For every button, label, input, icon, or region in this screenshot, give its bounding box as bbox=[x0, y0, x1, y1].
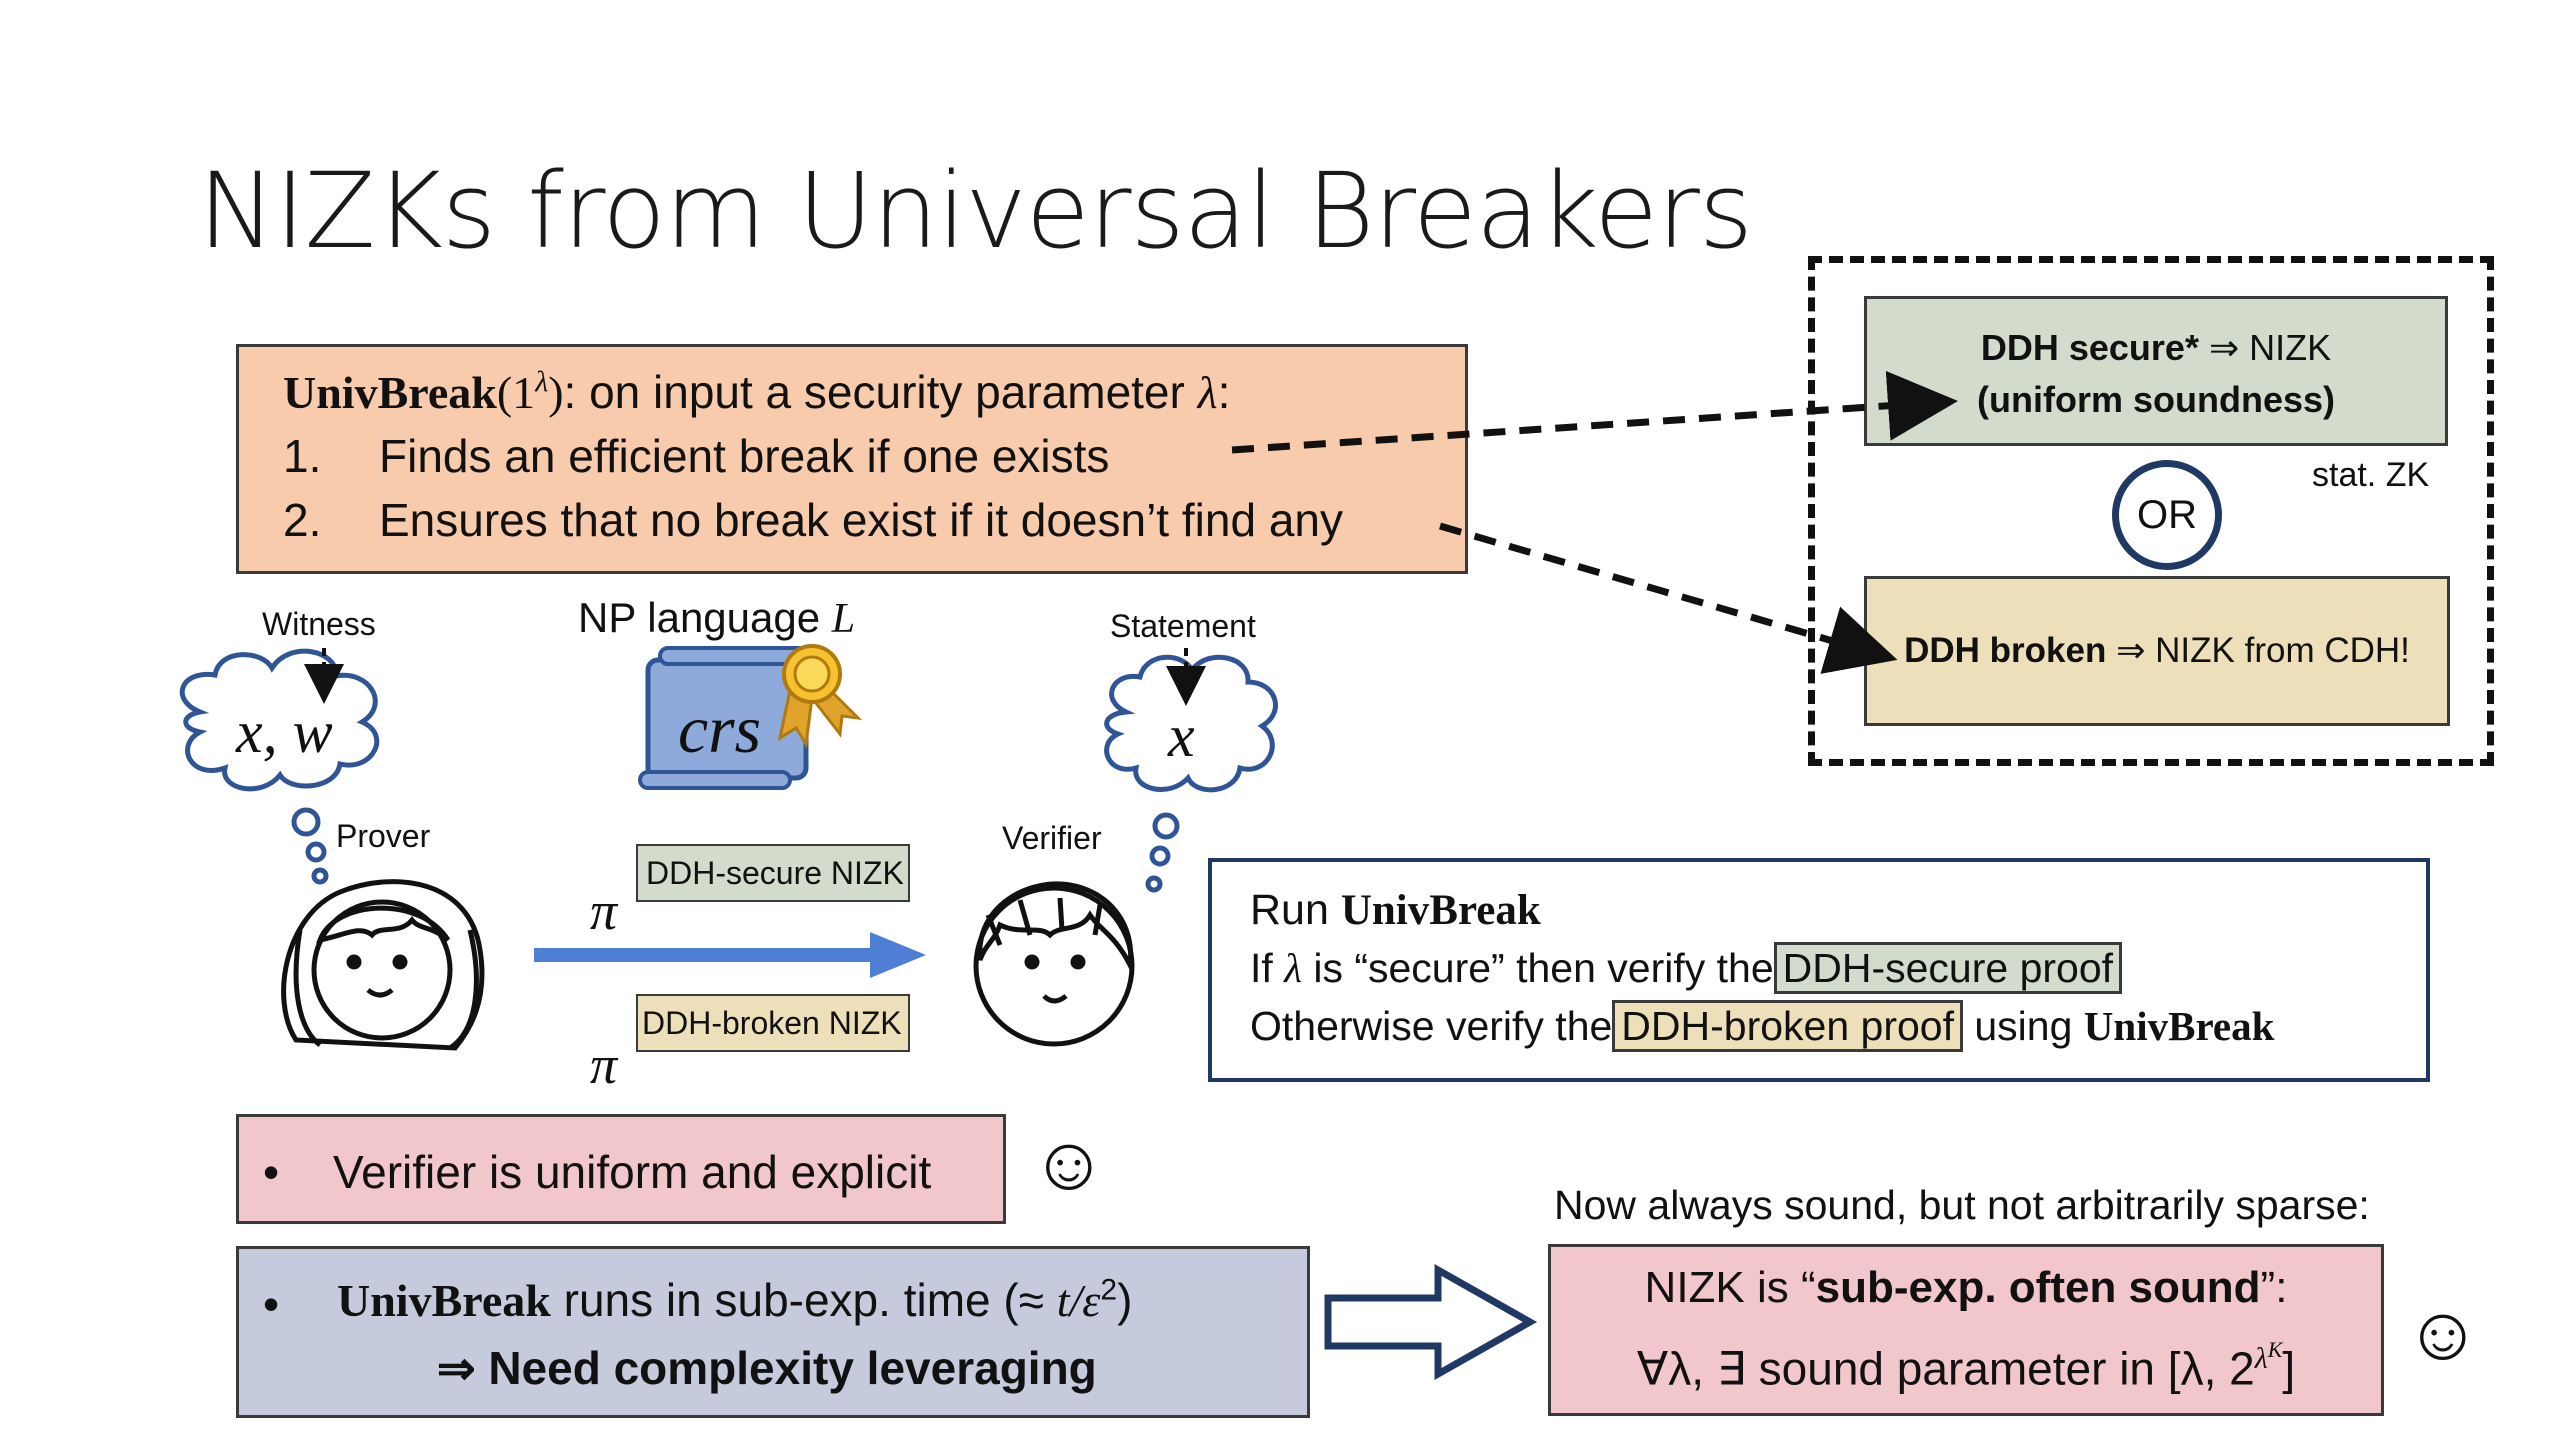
arrow-to-ddh-secure bbox=[1231, 370, 1958, 454]
tag-ddh-broken: DDH-broken NIZK bbox=[636, 994, 910, 1052]
dashed-panel bbox=[1808, 256, 2494, 766]
award-ribbon-icon bbox=[777, 644, 863, 749]
ddh-secure-line-1: DDH secure* ⇒ NIZK bbox=[1980, 327, 2332, 368]
univbreak-item-num-1: 1. bbox=[283, 430, 322, 482]
smiley-icon-1: ☺ bbox=[1030, 1121, 1108, 1206]
blue-bullet: • bbox=[263, 1278, 280, 1330]
univbreak-item-1: Finds an efficient break if one exists bbox=[379, 430, 1110, 482]
statement-thought-text: x bbox=[1168, 703, 1195, 769]
stat-zk-label: stat. ZK bbox=[2312, 456, 2430, 494]
univbreak-name: UnivBreak bbox=[283, 367, 497, 418]
univbreak-box: UnivBreak(1λ): on input a security param… bbox=[236, 344, 1468, 574]
blue-line-2: ⇒ Need complexity leveraging bbox=[437, 1342, 1097, 1394]
smiley-icon-2: ☺ bbox=[2404, 1291, 2482, 1376]
univbreak-heading: UnivBreak(1λ): on input a security param… bbox=[283, 365, 1231, 418]
np-language-label: NP language L bbox=[578, 594, 856, 642]
tag-ddh-broken-text: DDH-broken NIZK bbox=[642, 1005, 902, 1041]
ddh-secure-proof-highlight: DDH-secure proof bbox=[1773, 942, 2123, 994]
page-title: NIZKs from Universal Breakers bbox=[198, 150, 1753, 272]
result-box: NIZK is “sub-exp. often sound”: ∀λ, ∃ so… bbox=[1548, 1244, 2384, 1416]
crs-text: crs bbox=[678, 691, 762, 767]
univbreak-item-2: Ensures that no break exist if it doesn’… bbox=[379, 494, 1343, 546]
blue-line-1: UnivBreak runs in sub-exp. time (≈ t/ε2) bbox=[337, 1273, 1133, 1326]
arrow-to-ddh-broken bbox=[1439, 522, 1898, 674]
verifier-label: Verifier bbox=[1002, 820, 1102, 856]
result-line-2: ∀λ, ∃ sound parameter in [λ, 2λK] bbox=[1636, 1337, 2296, 1395]
or-circle: OR bbox=[2112, 460, 2222, 570]
crs-scroll-icon bbox=[638, 646, 812, 790]
verifier-figure bbox=[973, 881, 1135, 1047]
leverage-arrow bbox=[1324, 1264, 1538, 1380]
or-label: OR bbox=[2137, 493, 2197, 537]
prover-figure bbox=[281, 879, 485, 1051]
tag-ddh-secure-text: DDH-secure NIZK bbox=[646, 855, 904, 891]
ddh-broken-box: DDH broken ⇒ NIZK from CDH! bbox=[1864, 576, 2450, 726]
tag-ddh-secure: DDH-secure NIZK bbox=[636, 844, 910, 902]
ddh-broken-proof-highlight: DDH-broken proof bbox=[1612, 1000, 1963, 1052]
ddh-secure-line-2: (uniform soundness) bbox=[1977, 379, 2335, 420]
statement-label: Statement bbox=[1110, 608, 1256, 644]
prover-label: Prover bbox=[336, 818, 431, 854]
ddh-broken-text: DDH broken ⇒ NIZK from CDH! bbox=[1904, 631, 2410, 670]
univbreak-item-num-2: 2. bbox=[283, 494, 322, 546]
result-line-1: NIZK is “sub-exp. often sound”: bbox=[1644, 1263, 2288, 1312]
pink-text: Verifier is uniform and explicit bbox=[333, 1146, 932, 1198]
run-univbreak-box: Run UnivBreak If λ is “secure” then veri… bbox=[1208, 858, 2430, 1082]
statement-thought-cloud bbox=[1104, 654, 1278, 893]
ddh-secure-box: DDH secure* ⇒ NIZK (uniform soundness) bbox=[1864, 296, 2448, 446]
pink-bullet: • bbox=[263, 1146, 280, 1198]
proof-arrow bbox=[534, 932, 926, 978]
witness-label: Witness bbox=[262, 606, 376, 642]
subexp-box: • UnivBreak runs in sub-exp. time (≈ t/ε… bbox=[236, 1246, 1310, 1418]
witness-thought-text: x, w bbox=[236, 699, 333, 765]
run-line-1: Run UnivBreak bbox=[1250, 886, 1541, 934]
verifier-uniform-box: • Verifier is uniform and explicit bbox=[236, 1114, 1006, 1224]
pi-top: π bbox=[590, 881, 618, 941]
sparse-note: Now always sound, but not arbitrarily sp… bbox=[1554, 1182, 2370, 1228]
pi-bottom: π bbox=[590, 1035, 618, 1095]
